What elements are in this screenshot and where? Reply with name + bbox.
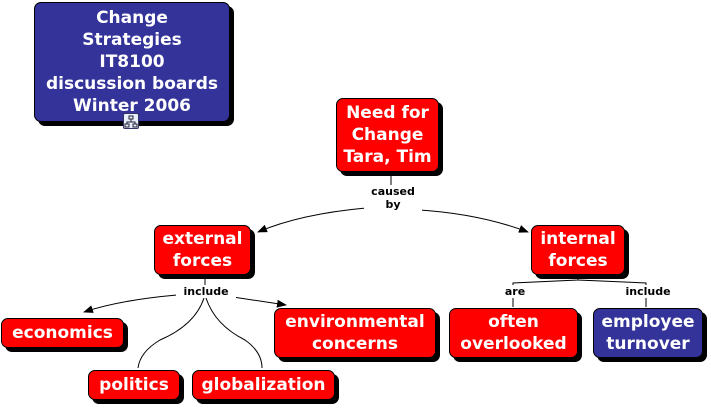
title-line: discussion boards — [45, 74, 219, 94]
concept-text: concerns — [311, 334, 399, 354]
concept-text: Change — [351, 125, 424, 145]
link-include-economics — [83, 294, 178, 313]
title-line: Winter 2006 — [73, 96, 191, 116]
concept-text: Need for — [346, 103, 429, 123]
link-include-environmental — [232, 296, 287, 308]
concept-text: politics — [99, 375, 169, 395]
title-concept[interactable]: Change Strategies IT8100 discussion boar… — [34, 2, 230, 122]
title-line: IT8100 — [99, 52, 165, 72]
label-text: caused — [371, 185, 415, 198]
title-line: Strategies — [82, 30, 182, 50]
concept-text: environmental — [285, 312, 425, 332]
link-label-are[interactable]: are — [498, 285, 532, 298]
concept-environmental-concerns[interactable]: environmental concerns — [274, 308, 436, 358]
concept-need-for-change[interactable]: Need for Change Tara, Tim — [336, 98, 439, 172]
concept-text: external — [162, 229, 243, 249]
concept-text: overlooked — [460, 334, 567, 354]
link-internal-include — [577, 275, 647, 286]
concept-text: economics — [12, 323, 113, 343]
concept-often-overlooked[interactable]: often overlooked — [449, 308, 578, 358]
concept-text: employee — [601, 312, 695, 332]
concept-text: Tara, Tim — [343, 147, 432, 167]
concept-text: forces — [548, 251, 608, 271]
concept-globalization[interactable]: globalization — [192, 370, 335, 400]
link-label-include[interactable]: include — [176, 285, 236, 298]
concept-text: turnover — [606, 334, 690, 354]
label-text: by — [385, 198, 401, 211]
concept-internal-forces[interactable]: internal forces — [531, 225, 625, 275]
submap-icon[interactable] — [123, 113, 139, 129]
link-caused-internal — [419, 209, 529, 233]
link-label-include[interactable]: include — [618, 285, 678, 298]
concept-external-forces[interactable]: external forces — [154, 225, 251, 275]
title-line: Change — [96, 8, 168, 28]
link-include-globalization — [205, 297, 263, 369]
link-caused-external — [257, 207, 367, 233]
concept-economics[interactable]: economics — [1, 318, 124, 348]
concept-text: often — [488, 312, 539, 332]
concept-politics[interactable]: politics — [88, 370, 180, 400]
concept-employee-turnover[interactable]: employee turnover — [593, 308, 703, 358]
link-include-politics — [137, 297, 205, 369]
concept-text: forces — [172, 251, 233, 271]
link-label-caused-by[interactable]: caused by — [364, 185, 422, 211]
concept-text: internal — [540, 229, 616, 249]
concept-text: globalization — [201, 375, 326, 395]
